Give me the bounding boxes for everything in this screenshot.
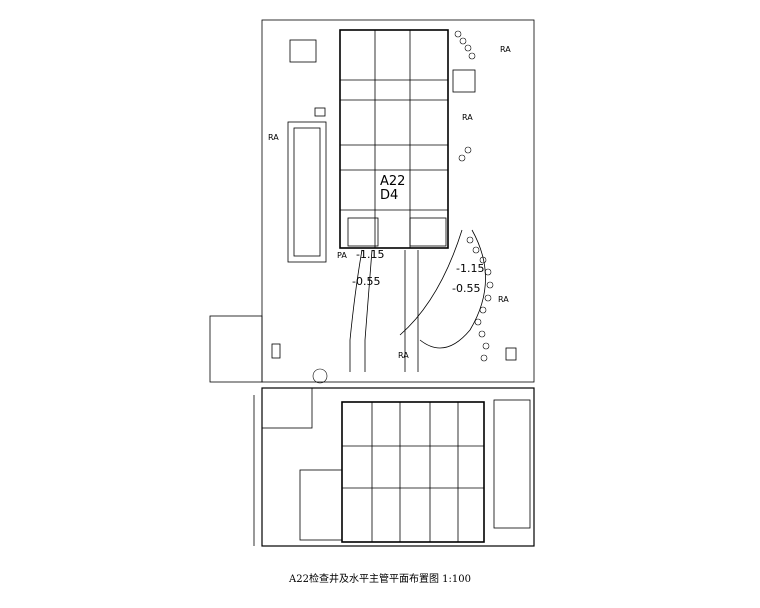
level-mark: -1.15 [456, 262, 484, 275]
drawing-caption: A22检查井及水平主管平面布置图 1:100 [289, 574, 471, 585]
zone-label: RA [462, 113, 473, 122]
zone-label: RA [268, 133, 279, 142]
building-code-line2: D4 [380, 188, 398, 203]
zone-label-pa: PA [337, 251, 347, 260]
zone-label: RA [498, 295, 509, 304]
pool [287, 121, 327, 263]
level-mark: -0.55 [352, 275, 380, 288]
building-code-line1: A22 [380, 174, 405, 189]
zone-label: RA [398, 351, 409, 360]
zone-label: RA [500, 45, 511, 54]
upper-building [339, 29, 449, 249]
level-mark: -1.15 [356, 248, 384, 261]
level-mark: -0.55 [452, 282, 480, 295]
detail-callout [209, 315, 263, 383]
site-boundary [261, 19, 535, 383]
lower-building [261, 387, 535, 547]
